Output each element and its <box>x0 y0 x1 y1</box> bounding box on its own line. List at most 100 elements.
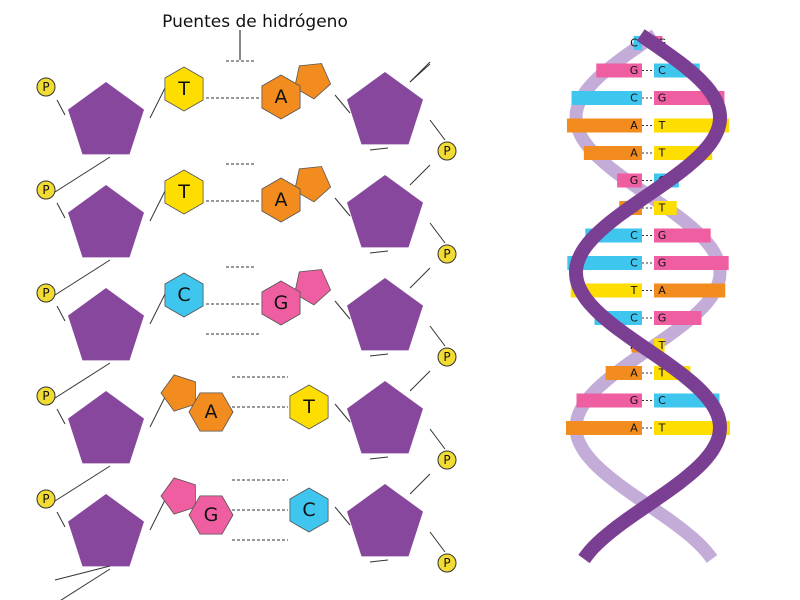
base-A <box>261 177 301 223</box>
backbone-line <box>369 353 389 357</box>
backbone-line <box>409 164 431 186</box>
phosphate-label: P <box>42 183 49 197</box>
rung-base-C <box>571 91 642 105</box>
backbone-line <box>149 190 166 222</box>
backbone-line <box>334 197 351 217</box>
rung-base-T <box>654 421 730 435</box>
rung-label-left: C <box>630 257 638 270</box>
backbone-line <box>409 267 431 289</box>
base-label-left: T <box>177 181 190 203</box>
diagram-title: Puentes de hidrógeno <box>162 12 348 32</box>
rung-label-right: G <box>658 92 667 105</box>
base-pair-row: P P G C <box>36 473 457 600</box>
backbone-line <box>334 403 351 423</box>
base-T <box>289 384 329 430</box>
base-G-ring-small <box>160 477 196 515</box>
rung-base-T <box>654 201 677 215</box>
backbone-line <box>149 87 166 119</box>
rung-base-G <box>654 256 729 270</box>
base-G-ring-small <box>294 269 332 306</box>
rung-label-left: A <box>630 147 638 160</box>
rung-label-left: C <box>630 92 638 105</box>
rung-label-right: G <box>658 312 667 325</box>
rung-label-left: A <box>630 422 638 435</box>
backbone-line <box>429 325 446 347</box>
backbone-line <box>56 408 66 425</box>
rung-label-left: T <box>630 284 638 297</box>
backbone-line <box>429 222 446 244</box>
rung-base-A <box>583 146 642 160</box>
rung-base-G <box>654 311 702 325</box>
rung-label-left: C <box>630 312 638 325</box>
backbone-line <box>56 305 66 322</box>
phosphate-label: P <box>42 492 49 506</box>
backbone-line <box>369 147 389 151</box>
rung-label-left: C <box>630 37 638 50</box>
phosphate-left: P <box>36 283 56 303</box>
rung-label-right: T <box>658 422 666 435</box>
deoxyribose-sugar-left <box>68 185 144 258</box>
base-A <box>188 392 234 432</box>
rung-base-G <box>576 393 642 408</box>
backbone-line <box>369 559 389 563</box>
phosphate-label: P <box>443 556 450 570</box>
backbone-line <box>334 506 351 526</box>
backbone-line <box>429 428 446 450</box>
helix-strand-front <box>568 29 728 564</box>
backbone-line <box>54 156 111 193</box>
base-label-right: T <box>302 396 315 418</box>
backbone-line <box>409 63 431 83</box>
rung-label-right: T <box>658 339 666 352</box>
backbone-line <box>429 119 446 141</box>
rung-base-G <box>596 63 642 78</box>
rung-base-A <box>566 421 642 435</box>
phosphate-label: P <box>42 389 49 403</box>
backbone-line <box>56 99 66 116</box>
base-C <box>164 272 204 318</box>
backbone-line <box>369 456 389 460</box>
backbone-line <box>60 568 111 600</box>
phosphate-left: P <box>36 77 56 97</box>
deoxyribose-sugar-right <box>347 484 423 557</box>
base-A <box>261 74 301 120</box>
rung-base-A <box>566 118 642 133</box>
rung-base-T <box>654 118 730 133</box>
rung-label-left: C <box>630 229 638 242</box>
rung-label-right: A <box>658 284 666 297</box>
phosphate-right: P <box>437 553 457 573</box>
base-label-right: C <box>302 499 315 521</box>
rung-label-left: A <box>630 119 638 132</box>
backbone-line <box>429 531 446 553</box>
rung-label-right: C <box>658 64 666 77</box>
base-C <box>289 487 329 533</box>
deoxyribose-sugar-left <box>68 288 144 361</box>
phosphate-label: P <box>443 453 450 467</box>
base-label-left: T <box>177 78 190 100</box>
phosphate-left: P <box>36 489 56 509</box>
backbone-line <box>54 259 111 296</box>
base-label-left: G <box>204 504 219 526</box>
rung-label-right: T <box>658 119 666 132</box>
backbone-line <box>409 473 431 495</box>
backbone-line <box>149 396 166 428</box>
deoxyribose-sugar-right <box>347 72 423 145</box>
rung-base-A <box>605 366 642 380</box>
base-label-right: A <box>275 189 288 211</box>
phosphate-right: P <box>437 244 457 264</box>
base-A-ring-small <box>160 374 196 412</box>
base-T <box>164 169 204 215</box>
rung-base-G <box>654 228 711 243</box>
phosphate-left: P <box>36 386 56 406</box>
rung-label-left: G <box>630 174 639 187</box>
backbone-line <box>409 370 431 392</box>
